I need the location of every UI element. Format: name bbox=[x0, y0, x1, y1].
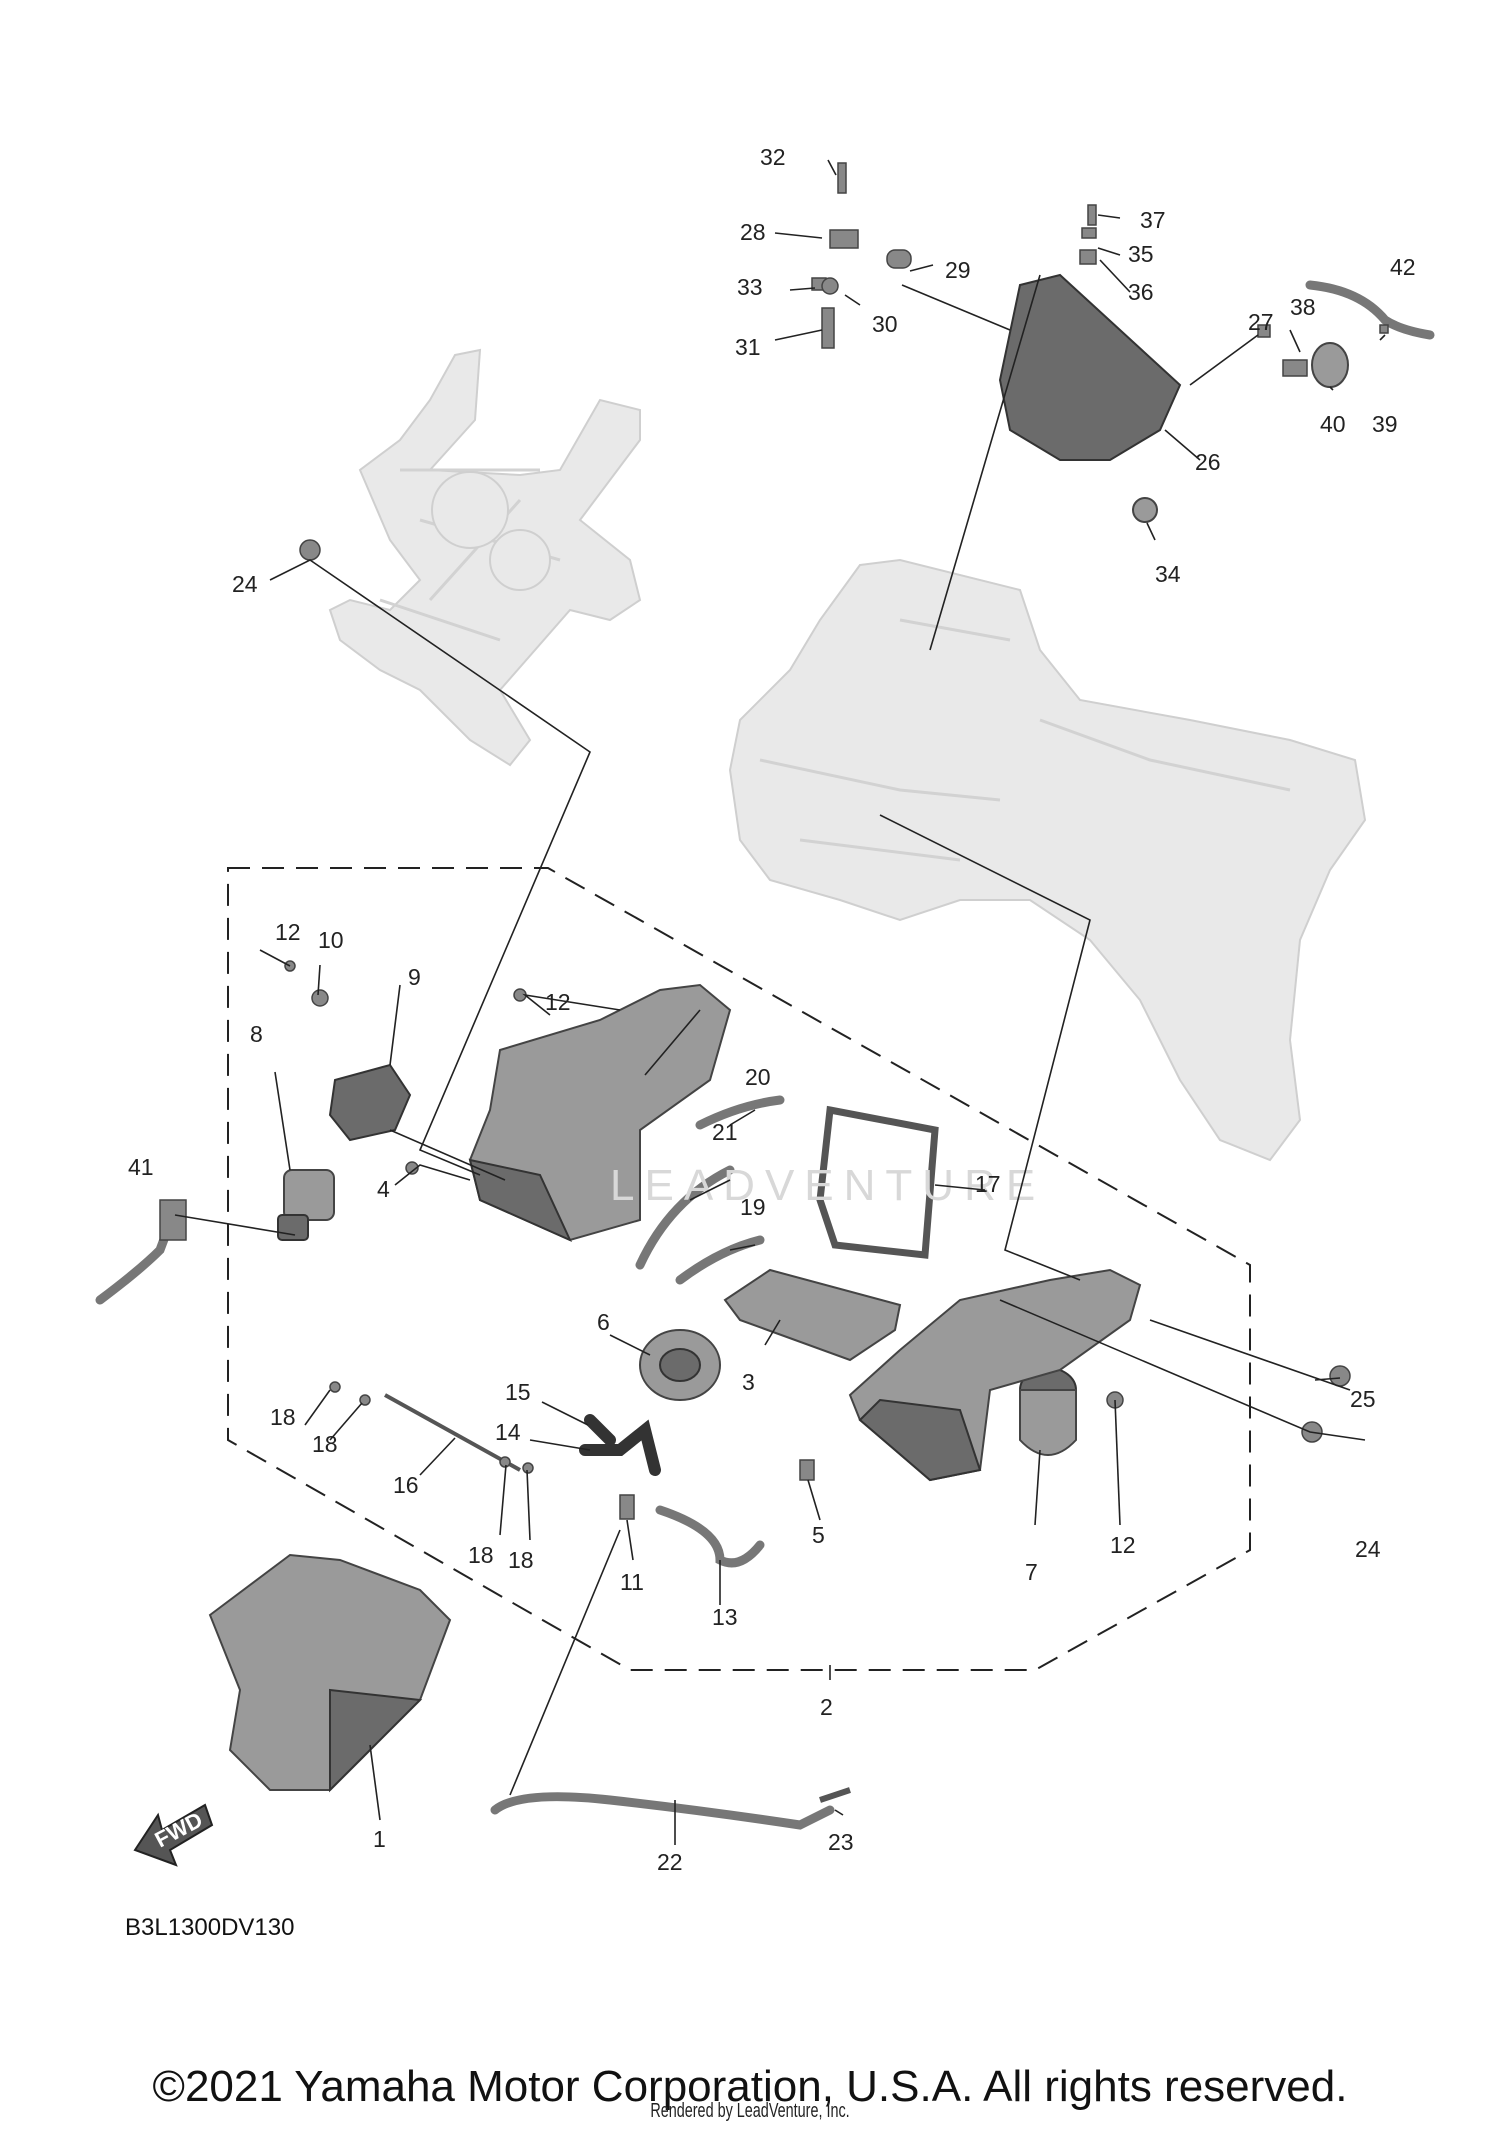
callout-24a: 24 bbox=[232, 571, 258, 597]
callout-7: 7 bbox=[1025, 1559, 1038, 1585]
part-23-clip bbox=[819, 1787, 851, 1803]
callout-11: 11 bbox=[620, 1569, 644, 1595]
fasteners bbox=[159, 162, 1389, 1520]
part-21-seal bbox=[635, 1165, 735, 1270]
callout-14: 14 bbox=[495, 1419, 521, 1445]
left-air-duct bbox=[468, 983, 732, 1242]
callout-21: 21 bbox=[712, 1119, 738, 1145]
rendered-by-notice: Rendered by LeadVenture, Inc. bbox=[650, 2100, 850, 2122]
part-14-elbow bbox=[579, 1419, 661, 1476]
callout-15: 15 bbox=[505, 1379, 531, 1405]
callout-12a: 12 bbox=[275, 919, 301, 945]
callout-22: 22 bbox=[657, 1849, 683, 1875]
callout-13: 13 bbox=[712, 1604, 738, 1630]
callout-34: 34 bbox=[1155, 561, 1181, 587]
assembly-2-boundary bbox=[227, 867, 1251, 1671]
part-1-lower-cover bbox=[208, 1553, 452, 1793]
callout-16: 16 bbox=[393, 1472, 419, 1498]
part-42-harness bbox=[1305, 280, 1435, 340]
callout-37: 37 bbox=[1140, 207, 1166, 233]
callout-labels: 32 28 29 33 30 31 37 35 36 42 27 38 40 3… bbox=[128, 144, 1416, 1875]
callout-30: 30 bbox=[872, 311, 898, 337]
callout-42: 42 bbox=[1390, 254, 1416, 280]
callout-41: 41 bbox=[128, 1154, 154, 1180]
part-40-knob bbox=[1311, 342, 1349, 388]
part-17-gasket bbox=[816, 1105, 939, 1259]
callout-12b: 12 bbox=[545, 989, 571, 1015]
callout-35: 35 bbox=[1128, 241, 1154, 267]
callout-18c: 18 bbox=[468, 1542, 494, 1568]
callout-6: 6 bbox=[597, 1309, 610, 1335]
watermark: LEADVENTURE bbox=[610, 1161, 1045, 1210]
callout-5: 5 bbox=[812, 1522, 825, 1548]
part-3-plate bbox=[723, 1268, 902, 1362]
ghost-front-fairing bbox=[728, 558, 1367, 1162]
part-6-diaphragm bbox=[639, 1329, 721, 1401]
callout-18d: 18 bbox=[508, 1547, 534, 1573]
part-19-seal bbox=[675, 1235, 765, 1285]
callout-1: 1 bbox=[373, 1826, 386, 1852]
callout-12c: 12 bbox=[1110, 1532, 1136, 1558]
callout-10: 10 bbox=[318, 927, 344, 953]
callout-29: 29 bbox=[945, 257, 971, 283]
callout-28: 28 bbox=[740, 219, 766, 245]
callout-4: 4 bbox=[377, 1176, 390, 1202]
part-15-elbow bbox=[584, 1414, 616, 1446]
copyright-notice: ©2021 Yamaha Motor Corporation, U.S.A. A… bbox=[152, 2062, 1348, 2111]
part-8-valve bbox=[277, 1169, 335, 1241]
callout-36: 36 bbox=[1128, 279, 1154, 305]
callout-8: 8 bbox=[250, 1021, 263, 1047]
callout-3: 3 bbox=[742, 1369, 755, 1395]
callout-39: 39 bbox=[1372, 411, 1398, 437]
ghost-frame bbox=[328, 348, 642, 767]
part-9-connector bbox=[328, 1063, 412, 1142]
callout-40: 40 bbox=[1320, 411, 1346, 437]
callout-23: 23 bbox=[828, 1829, 854, 1855]
part-34-grommet bbox=[1132, 497, 1158, 523]
part-7-actuator bbox=[1019, 1367, 1077, 1456]
part-13-hose bbox=[655, 1505, 765, 1568]
diagram-code: B3L1300DV130 bbox=[125, 1914, 294, 1941]
part-41-harness bbox=[95, 1205, 180, 1305]
callout-38: 38 bbox=[1290, 294, 1316, 320]
fwd-arrow: FWD bbox=[133, 1803, 214, 1867]
part-26-cover bbox=[998, 273, 1182, 461]
callout-26: 26 bbox=[1195, 449, 1221, 475]
right-air-duct bbox=[848, 1268, 1142, 1482]
callout-17: 17 bbox=[975, 1171, 1001, 1197]
callout-18a: 18 bbox=[270, 1404, 296, 1430]
part-20-seal bbox=[695, 1095, 785, 1130]
callout-31: 31 bbox=[735, 334, 761, 360]
callout-24b: 24 bbox=[1355, 1536, 1381, 1562]
callout-18b: 18 bbox=[312, 1431, 338, 1457]
callout-20: 20 bbox=[745, 1064, 771, 1090]
part-16-rod bbox=[384, 1393, 521, 1472]
part-22-hose bbox=[490, 1792, 835, 1830]
callout-9: 9 bbox=[408, 964, 421, 990]
callout-33: 33 bbox=[737, 274, 763, 300]
leader-lines bbox=[174, 159, 1386, 1845]
callout-27: 27 bbox=[1248, 309, 1274, 335]
callout-2: 2 bbox=[820, 1694, 833, 1720]
callout-25: 25 bbox=[1350, 1386, 1376, 1412]
callout-19: 19 bbox=[740, 1194, 766, 1220]
callout-32: 32 bbox=[760, 144, 786, 170]
